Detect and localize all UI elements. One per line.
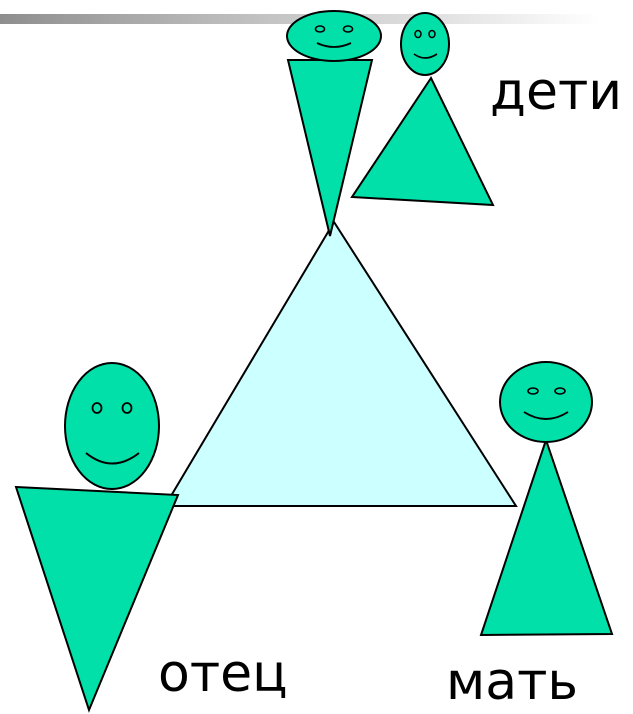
child-2-smiley-face-icon: [401, 13, 449, 75]
mother-label: мать: [446, 656, 578, 708]
father-figure: [16, 363, 178, 710]
mother-body: [481, 440, 612, 635]
family-triangle: [165, 222, 516, 506]
child-1-body: [288, 60, 372, 236]
father-smiley-face-icon: [65, 363, 159, 489]
child-2-body: [352, 78, 493, 205]
child-figure-1: [287, 11, 381, 236]
children-label: дети: [490, 66, 622, 118]
child-1-smiley-face-icon: [287, 11, 381, 61]
father-label: отец: [158, 648, 288, 700]
father-body: [16, 487, 178, 710]
mother-smiley-face-icon: [500, 362, 592, 442]
